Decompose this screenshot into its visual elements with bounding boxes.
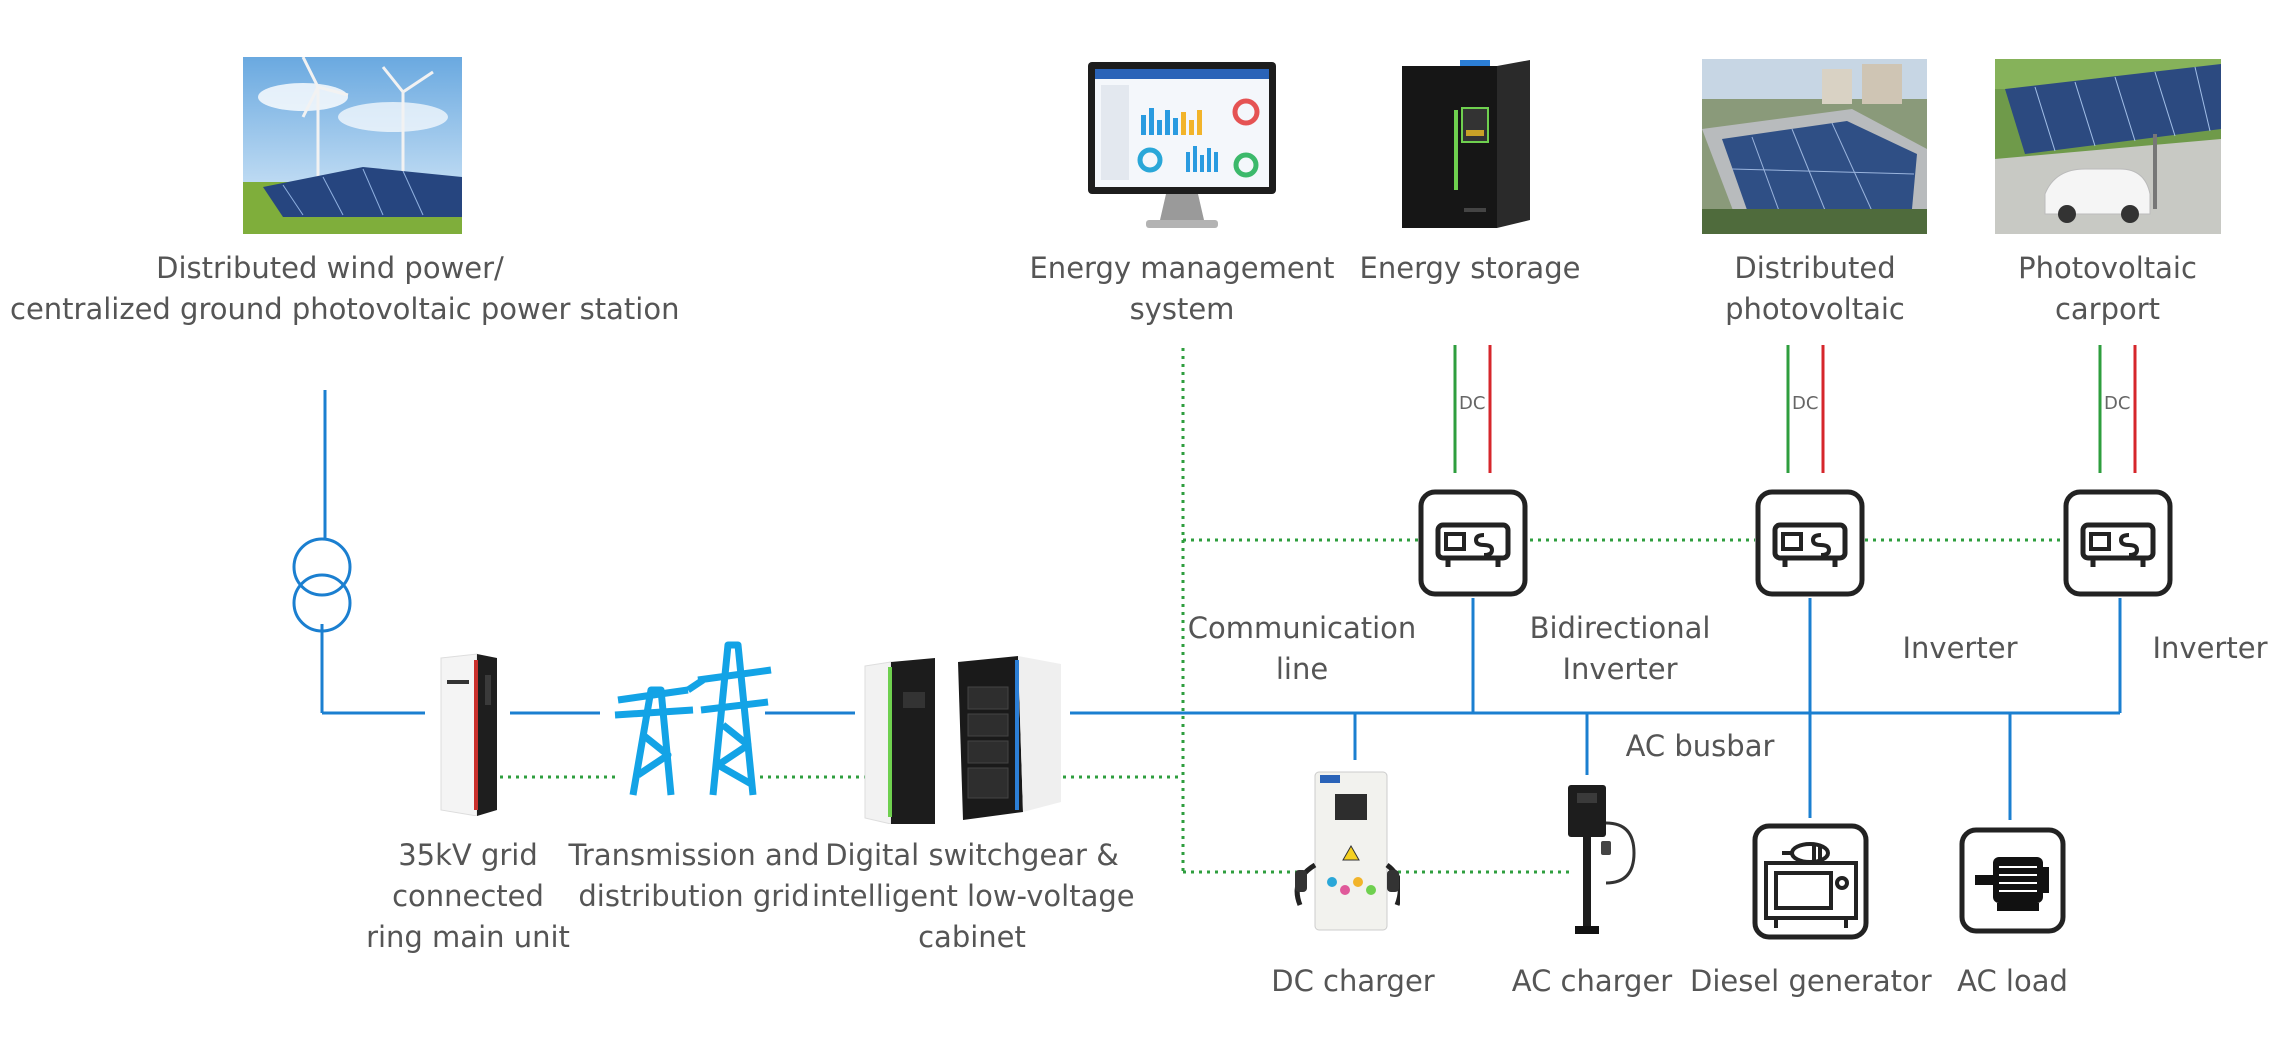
energy-management-monitor-image (1086, 60, 1278, 236)
transformer-coil-bottom (292, 573, 352, 633)
diesel-generator-label: Diesel generator (1690, 964, 1932, 998)
dc-tag-storage: DC (1459, 393, 1486, 414)
dc-lines (1453, 345, 2137, 473)
inverter-icon-2 (2063, 489, 2173, 597)
transformer-coil-top (292, 537, 352, 597)
ac-load-label: AC load (1957, 964, 2068, 998)
dc-tag-carport: DC (2104, 393, 2131, 414)
communication-lines (500, 348, 2063, 874)
ac-charger-image (1563, 783, 1641, 938)
dc-charger-image (1287, 770, 1400, 932)
diesel-generator-icon (1752, 823, 1869, 940)
ac-charger-label: AC charger (1511, 964, 1673, 998)
ac-load-motor-icon (1959, 827, 2066, 934)
wind-solar-farm-image (243, 57, 462, 234)
ring-main-unit-image (437, 650, 499, 816)
inverter-icon-1 (1755, 489, 1865, 597)
switchgear-label: Digital switchgear &intelligent low-volt… (812, 838, 1135, 954)
energy-storage-label: Energy storage (1359, 251, 1581, 285)
ac-busbar-label: AC busbar (1625, 729, 1775, 763)
wind-pv-label: Distributed wind power/centralized groun… (10, 251, 680, 326)
bidirectional-inverter-icon (1418, 489, 1528, 597)
inverter-label-1: Inverter (1902, 631, 2018, 665)
inverter-label-2: Inverter (2152, 631, 2268, 665)
pv-carport-image (1995, 59, 2221, 234)
transmission-tower-icon (613, 640, 773, 800)
switchgear-cabinet-image (863, 652, 1063, 824)
ac-lines (320, 390, 2122, 820)
dc-charger-label: DC charger (1271, 964, 1435, 998)
distributed-pv-rooftop-image (1702, 59, 1927, 234)
dc-tag-distributed-pv: DC (1792, 393, 1819, 414)
energy-storage-cabinet-image (1402, 60, 1530, 228)
